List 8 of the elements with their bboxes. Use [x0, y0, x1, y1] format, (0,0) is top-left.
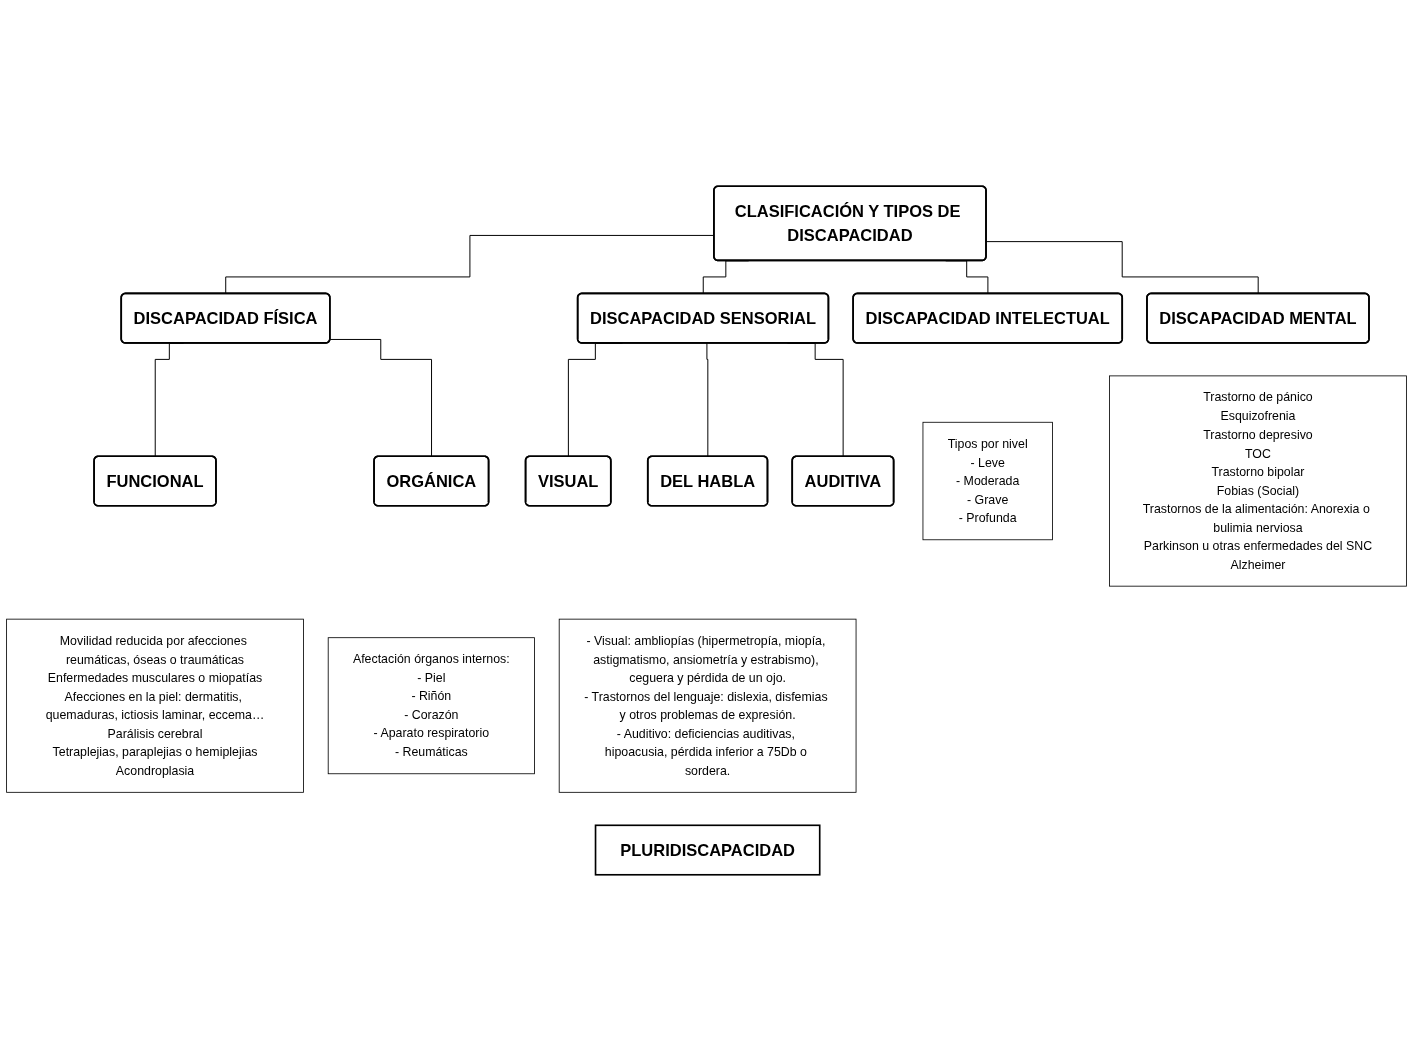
node-box: Afectación órganos internos: - Piel - Riñón - Corazón - Aparato respiratorio - Reumáticas	[327, 637, 535, 775]
node-box: Movilidad reducida por afecciones reumáticas, óseas o traumáticas Enfermedades musculares o miopatías Afecciones en la piel: dermatitis, quemaduras, ictiosis laminar, eccema… Parálisis cerebral Tetraplejias, paraplejias o hemiplejias Acondroplasia	[6, 618, 304, 793]
node-box: Tipos por nivel - Leve - Moderada - Grave - Profunda	[922, 421, 1053, 541]
node-box: - Visual: ambliopías (hipermetropía, miopía, astigmatismo, ansiometría y estrabismo), ceguera y pérdida de un ojo. - Trastornos del lenguaje: dislexia, disfemias y otros problemas de expresión. - Auditivo: deficiencias auditivas, hipoacusia, pérdida inferior a 75Db o sordera.	[558, 618, 857, 793]
node-box: Trastorno de pánico Esquizofrenia Trastorno depresivo TOC Trastorno bipolar Fobias (Social) Trastornos de la alimentación: Anorexia o bulimia nerviosa Parkinson u otras enfermedades del SNC Alzheimer	[1109, 375, 1407, 587]
connector	[705, 342, 709, 458]
node-box: PLURIDISCAPACIDAD	[594, 824, 821, 876]
connector	[329, 338, 433, 458]
